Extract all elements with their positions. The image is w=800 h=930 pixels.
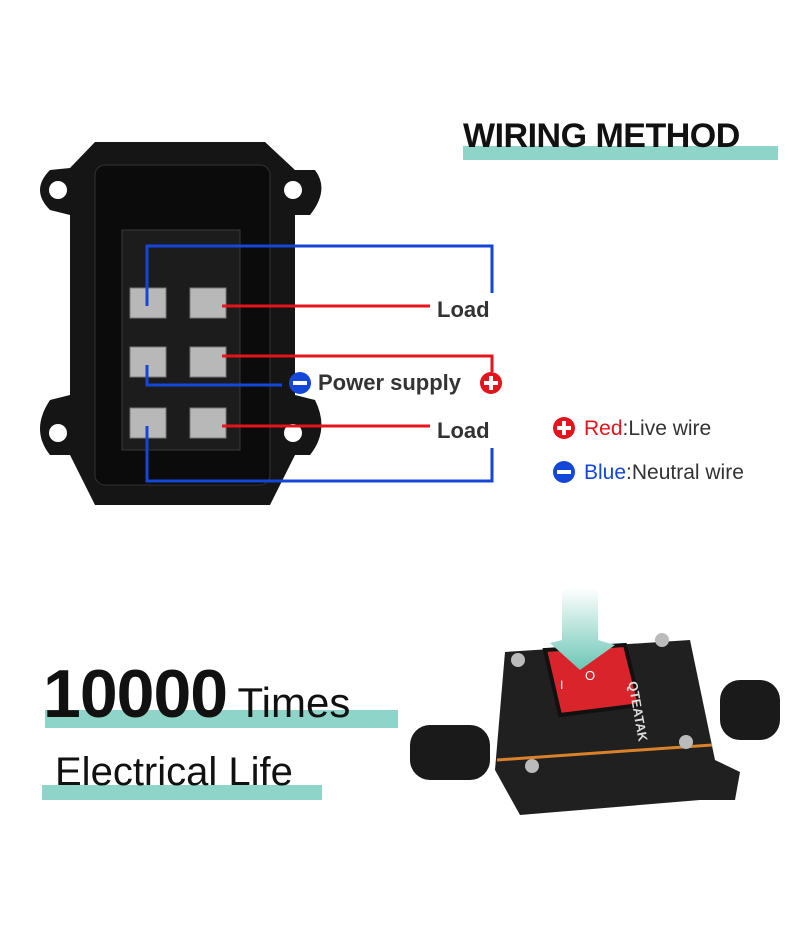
legend-blue-desc: :Neutral wire	[626, 461, 744, 484]
title-underline	[463, 146, 778, 160]
legend-blue-label: Blue	[584, 461, 627, 484]
life-count-number: 10000	[43, 656, 228, 732]
load-bottom-label: Load	[437, 418, 490, 443]
legend-red-label: Red	[584, 417, 623, 440]
page-title: WIRING METHOD	[463, 117, 740, 155]
life-description: Electrical Life	[55, 750, 293, 794]
desc-underline	[42, 785, 322, 800]
life-count-unit: Times	[237, 679, 351, 726]
legend-plus-icon	[553, 417, 575, 439]
load-top-label: Load	[437, 297, 490, 322]
product-switch-image	[410, 588, 780, 815]
minus-icon	[289, 372, 311, 394]
neutral-wire-bottom	[145, 426, 494, 483]
neutral-wire-top	[145, 244, 494, 306]
neutral-wire-supply	[145, 365, 282, 387]
live-wire-supply	[222, 354, 494, 372]
plus-icon	[480, 372, 502, 394]
switch-mark-off: O	[585, 668, 596, 683]
switch-mark-on: I	[560, 678, 564, 692]
count-underline	[45, 710, 398, 728]
legend-red: Red:Live wire	[584, 417, 711, 441]
life-count: 10000 Times	[43, 655, 350, 733]
switch-housing-back	[40, 142, 322, 505]
legend-blue: Blue:Neutral wire	[584, 461, 744, 485]
power-supply-label: Power supply	[318, 370, 462, 395]
legend-red-desc: :Live wire	[622, 417, 712, 440]
legend-minus-icon	[553, 461, 575, 483]
